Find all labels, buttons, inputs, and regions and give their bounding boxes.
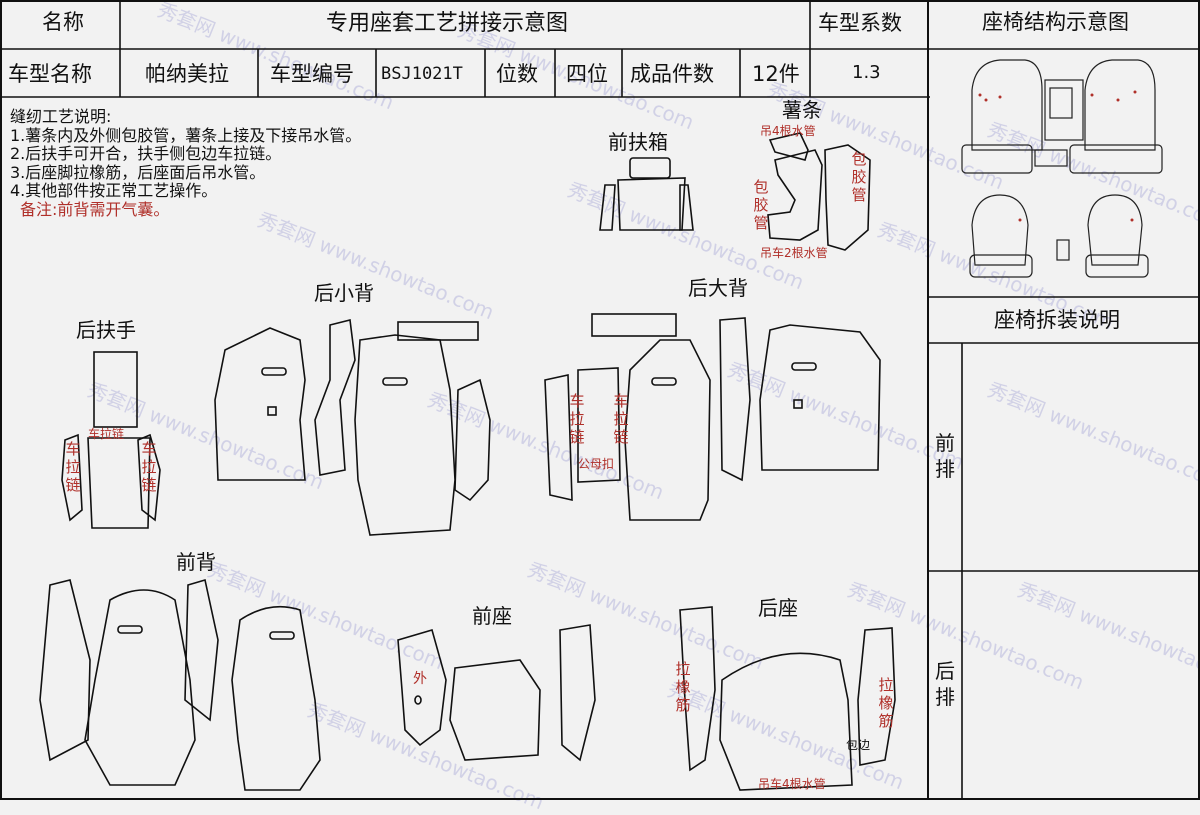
note-item: 1.薯条内及外侧包胶管，薯条上接及下接吊水管。	[10, 125, 362, 145]
note-item: 2.后扶手可开合，扶手侧包边车拉链。	[10, 144, 282, 163]
name-label: 名称	[42, 10, 84, 34]
rear-row-label: 后排	[935, 659, 955, 709]
label-chips: 薯条	[782, 98, 822, 122]
pieces-value: 12件	[752, 62, 800, 86]
model-name: 帕纳美拉	[145, 62, 229, 86]
armrest-right-note: 车拉链	[141, 440, 157, 494]
label-rear-small-back: 后小背	[314, 281, 374, 305]
model-name-label: 车型名称	[8, 62, 92, 86]
rear-seat-edge-note: 包边	[846, 738, 871, 752]
front-row-label: 前排	[935, 431, 955, 481]
front-armbox-pieces	[599, 157, 694, 231]
big-back-bottom-note: 公母扣	[578, 457, 615, 471]
notes-heading: 缝纫工艺说明:	[10, 107, 112, 126]
label-front-armbox: 前扶箱	[608, 130, 668, 154]
label-rear-armrest: 后扶手	[76, 318, 136, 342]
page-title: 专用座套工艺拼接示意图	[326, 11, 569, 36]
notes-remark: 备注:前背需开气囊。	[20, 199, 170, 219]
coef-value: 1.3	[852, 62, 881, 83]
label-rear-seat: 后座	[758, 596, 798, 620]
armrest-zipper-note: 车拉链	[88, 427, 125, 441]
front-seat-pieces	[397, 624, 596, 762]
sewing-notes: 缝纫工艺说明: 1.薯条内及外侧包胶管，薯条上接及下接吊水管。 2.后扶手可开合…	[10, 107, 362, 219]
rear-big-back-pieces	[544, 313, 881, 521]
rear-seat-right-note: 拉橡筋	[878, 676, 894, 730]
front-back-pieces	[39, 578, 321, 791]
rear-small-back-pieces	[214, 319, 491, 536]
pieces-label: 成品件数	[630, 62, 714, 86]
front-seat-outer-note: 外	[413, 671, 427, 687]
chips-left-note: 包胶管	[753, 178, 769, 232]
label-front-seat: 前座	[472, 604, 512, 628]
coef-label: 车型系数	[818, 11, 902, 35]
seat-structure-diagram	[961, 59, 1163, 278]
big-back-left-note: 车拉链	[569, 392, 585, 446]
model-code-label: 车型编号	[270, 62, 354, 86]
chips-pieces	[767, 132, 871, 251]
seats-value: 四位	[566, 62, 608, 86]
chips-right-note: 包胶管	[851, 150, 867, 204]
chips-top-note: 吊4根水管	[760, 124, 816, 138]
note-item: 3.后座脚拉橡筋，后座面后吊水管。	[10, 162, 266, 182]
rear-seat-left-note: 拉橡筋	[675, 660, 691, 714]
seats-label: 位数	[496, 62, 538, 86]
disassembly-title: 座椅拆装说明	[994, 308, 1120, 332]
seat-structure-markers	[978, 90, 1137, 222]
chips-bottom-note: 吊车2根水管	[760, 246, 828, 260]
big-back-right-note: 车拉链	[613, 392, 629, 446]
label-front-back: 前背	[176, 550, 216, 574]
armrest-left-note: 车拉链	[65, 440, 81, 494]
rear-armrest-pieces	[61, 351, 161, 529]
rear-seat-bottom-note: 吊车4根水管	[758, 777, 826, 791]
rear-seat-pieces	[679, 606, 896, 791]
model-code: BSJ1021T	[381, 64, 463, 84]
structure-title: 座椅结构示意图	[982, 10, 1129, 34]
note-item: 4.其他部件按正常工艺操作。	[10, 181, 218, 200]
label-rear-big-back: 后大背	[688, 276, 748, 300]
